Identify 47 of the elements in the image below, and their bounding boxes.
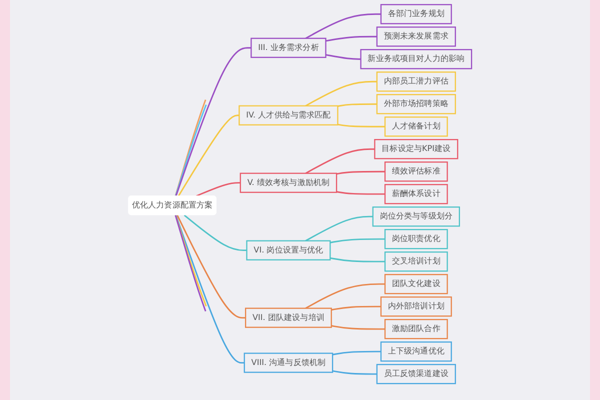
branch-line xyxy=(332,370,377,375)
branch-line xyxy=(305,283,386,309)
branch-line xyxy=(326,54,361,60)
branch-line xyxy=(175,47,252,196)
branch-line xyxy=(326,36,377,42)
branch-line xyxy=(336,191,386,195)
branch-line xyxy=(184,214,247,252)
branch-line xyxy=(338,103,377,107)
subtopic-box: 团队文化建设 xyxy=(384,274,448,294)
branch-topic-box: IV. 人才供给与需求匹配 xyxy=(238,105,338,126)
branch-line xyxy=(305,148,375,174)
branch-line xyxy=(331,306,381,311)
branch-line xyxy=(330,238,386,244)
branch-line xyxy=(338,124,386,128)
subtopic-box: 目标设定与KPI建设 xyxy=(374,139,458,160)
branch-topic-box: III. 业务需求分析 xyxy=(250,38,326,58)
subtopic-box: 交叉培训计划 xyxy=(384,251,448,272)
subtopic-box: 人才储备计划 xyxy=(384,116,448,137)
branch-line xyxy=(336,170,386,175)
branch-line xyxy=(305,13,381,39)
branch-line xyxy=(175,214,244,364)
subtopic-box: 上下级沟通优化 xyxy=(380,341,452,362)
branch-line xyxy=(331,325,386,330)
subtopic-box: 外部市场招聘策略 xyxy=(376,94,456,114)
subtopic-box: 新业务或项目对人力的影响 xyxy=(360,49,472,70)
subtopic-box: 岗位职责优化 xyxy=(384,228,448,250)
branch-line xyxy=(178,114,240,196)
branch-topic-box: VII. 团队建设与培训 xyxy=(244,308,332,328)
subtopic-box: 内外部培训计划 xyxy=(380,296,452,317)
branch-line xyxy=(332,350,381,356)
central-topic-box: 优化人力资源配置方案 xyxy=(128,196,216,216)
branch-topic-box: V. 绩效考核与激励机制 xyxy=(240,172,338,193)
subtopic-box: 薪酬体系设计 xyxy=(384,184,448,204)
subtopic-box: 绩效评估标准 xyxy=(384,162,448,182)
subtopic-box: 激励团队合作 xyxy=(384,318,448,340)
branch-topic-box: VIII. 沟通与反馈机制 xyxy=(244,352,334,373)
branch-topic-box: VI. 岗位设置与优化 xyxy=(246,240,331,260)
subtopic-box: 内部员工潜力评估 xyxy=(376,72,456,92)
branch-line xyxy=(176,214,246,319)
branch-line xyxy=(196,182,240,197)
branch-line xyxy=(330,257,386,262)
subtopic-box: 员工反馈渠道建设 xyxy=(376,364,456,384)
subtopic-box: 各部门业务规划 xyxy=(380,4,452,24)
branch-line xyxy=(305,80,377,106)
branch-line xyxy=(305,216,373,242)
subtopic-box: 岗位分类与等级划分 xyxy=(372,206,460,227)
subtopic-box: 预测未来发展需求 xyxy=(376,26,456,47)
